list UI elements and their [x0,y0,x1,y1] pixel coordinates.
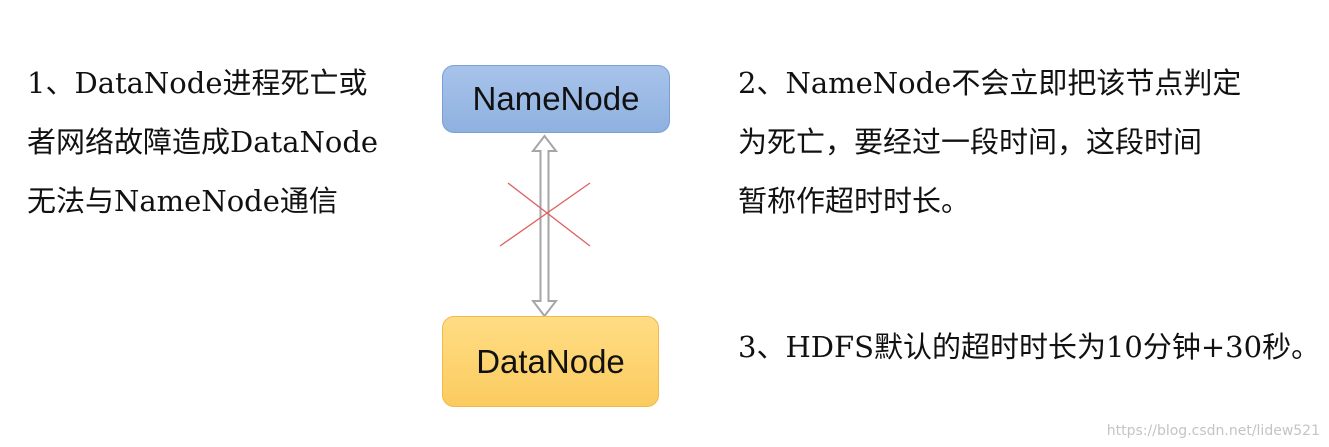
right-line-1: 2、NameNode不会立即把该节点判定 [738,66,1242,100]
right-line-3: 暂称作超时时长。 [738,184,971,218]
right-description: 2、NameNode不会立即把该节点判定 为死亡，要经过一段时间，这段时间 暂称… [738,54,1241,231]
double-arrow-icon [530,134,559,318]
namenode-label: NameNode [472,80,640,117]
left-line-2: 者网络故障造成DataNode [27,125,379,159]
left-line-3: 无法与NameNode通信 [27,184,338,218]
datanode-label: DataNode [476,342,625,380]
cross-icon-stroke-1 [507,182,591,247]
cross-icon-stroke-2 [499,182,591,247]
watermark: https://blog.csdn.net/lidew521 [1106,423,1320,439]
left-description: 1、DataNode进程死亡或 者网络故障造成DataNode 无法与NameN… [27,54,378,231]
datanode-box: DataNode [442,316,659,407]
left-line-1: 1、DataNode进程死亡或 [27,66,368,100]
step3-line: 3、HDFS默认的超时时长为10分钟+30秒。 [738,330,1321,364]
timeout-note: 3、HDFS默认的超时时长为10分钟+30秒。 [738,318,1320,377]
namenode-box: NameNode [442,65,670,133]
right-line-2: 为死亡，要经过一段时间，这段时间 [738,125,1203,159]
